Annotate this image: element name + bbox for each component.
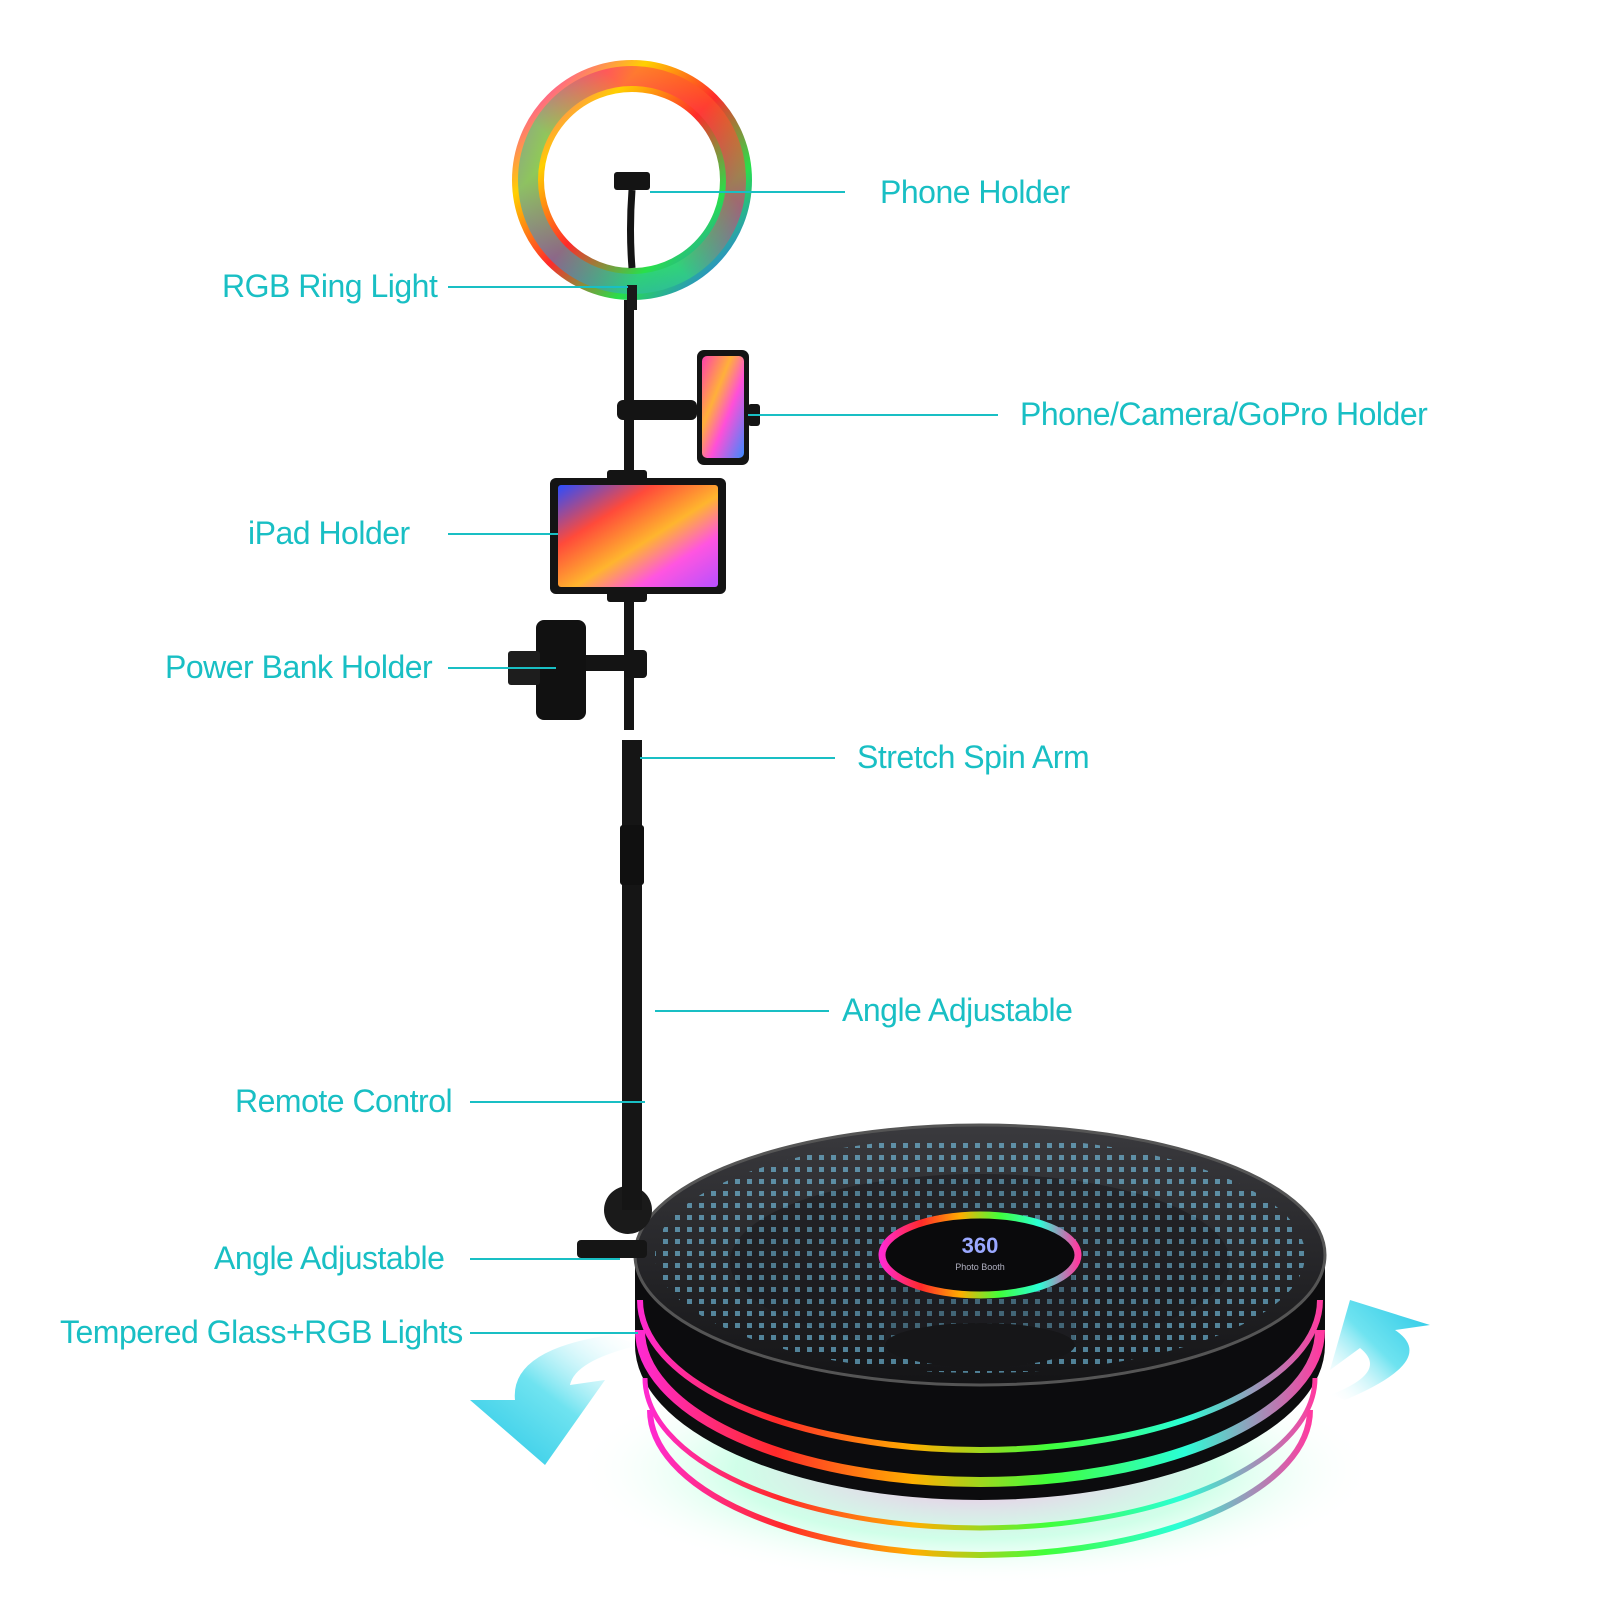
platform-logo: 360 — [962, 1233, 999, 1258]
label-remote-control: Remote Control — [235, 1083, 453, 1119]
tablet-icon — [550, 470, 726, 602]
stand-pole — [577, 300, 652, 1258]
leader-angle-adjustable-upper — [655, 1010, 829, 1012]
platform-logo-text: Photo Booth — [955, 1262, 1005, 1272]
label-angle-adjustable-upper: Angle Adjustable — [842, 992, 1073, 1028]
label-ipad-holder: iPad Holder — [248, 515, 410, 551]
leader-remote-control — [470, 1101, 645, 1103]
leader-power-bank-holder — [448, 667, 556, 669]
label-rgb-ring-light: RGB Ring Light — [222, 268, 438, 304]
leader-phone-camera-gopro-holder — [748, 414, 998, 416]
label-tempered-glass-rgb-lights: Tempered Glass+RGB Lights — [60, 1314, 463, 1350]
rotation-arrow-icon — [470, 1335, 640, 1465]
label-phone-camera-gopro-holder: Phone/Camera/GoPro Holder — [1020, 396, 1428, 432]
leader-phone-holder — [650, 191, 845, 193]
leader-rgb-ring-light — [448, 286, 628, 288]
label-stretch-spin-arm: Stretch Spin Arm — [857, 739, 1090, 775]
leader-ipad-holder — [448, 533, 558, 535]
label-angle-adjustable-lower: Angle Adjustable — [214, 1240, 445, 1276]
rotation-arrow-icon — [1330, 1300, 1430, 1400]
leader-tempered-glass-rgb-lights — [470, 1332, 638, 1334]
phone-clamp-icon — [617, 350, 760, 465]
leader-angle-adjustable-lower — [470, 1258, 620, 1260]
spin-platform — [633, 1123, 1327, 1558]
phone-clamp-icon — [614, 172, 650, 269]
ring-light-icon — [512, 60, 752, 310]
label-power-bank-holder: Power Bank Holder — [165, 649, 433, 685]
leader-stretch-spin-arm — [640, 757, 835, 759]
power-bank-icon — [508, 620, 647, 720]
label-phone-holder: Phone Holder — [880, 174, 1070, 210]
